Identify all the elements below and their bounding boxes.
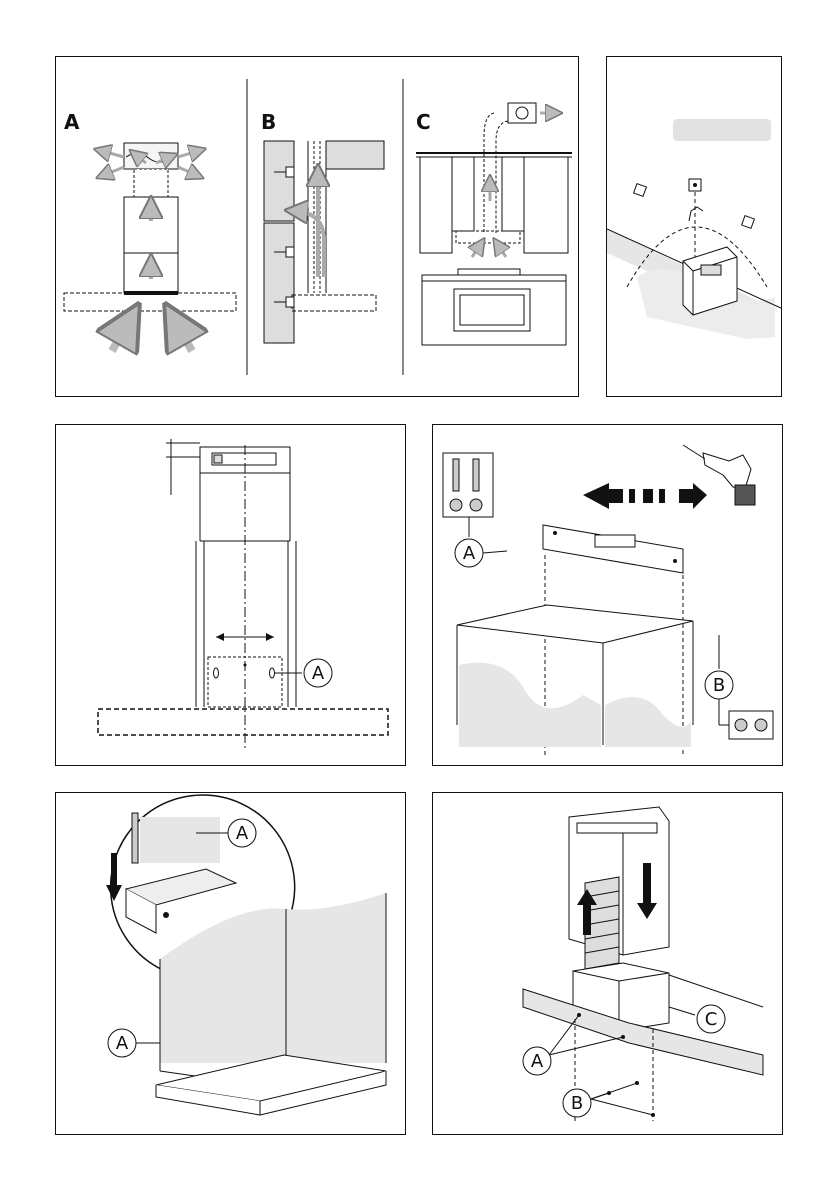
chimney-duct-panel: A B C — [432, 792, 783, 1135]
blank-label-plate — [673, 119, 771, 141]
mode-b-label: B — [261, 110, 276, 134]
bracket-template-diagram: A — [56, 425, 406, 766]
mounting-bracket — [543, 525, 683, 573]
callout-b: B — [563, 1083, 653, 1117]
base-frame — [156, 1055, 386, 1115]
slide-direction-arrow — [583, 483, 707, 509]
svg-text:A: A — [116, 1033, 129, 1054]
mode-a-label: A — [64, 110, 80, 134]
ceiling-bracket-panel — [606, 56, 782, 397]
svg-text:C: C — [705, 1009, 718, 1030]
callout-c: C — [669, 1005, 725, 1033]
hood-top-unit — [457, 605, 693, 747]
venting-modes-panel: A B C — [55, 56, 579, 397]
recirculation-hood — [64, 143, 236, 351]
chimney-assembly-panel: A A — [55, 792, 406, 1135]
screws-box — [729, 711, 773, 739]
ceiling-bracket-diagram — [607, 57, 782, 397]
mode-c-label: C — [416, 110, 431, 134]
venting-modes-diagram: A B C — [56, 57, 579, 397]
svg-text:A: A — [236, 823, 249, 844]
chimney-duct-diagram: A B C — [433, 793, 783, 1135]
chimney-assembly-diagram: A A — [56, 793, 406, 1135]
svg-text:A: A — [531, 1051, 544, 1072]
wall-plugs-box — [443, 453, 493, 517]
ducted-through-ceiling — [264, 141, 384, 343]
svg-text:A: A — [312, 663, 325, 684]
callout-a: A — [304, 659, 332, 687]
svg-text:B: B — [713, 675, 725, 696]
svg-text:A: A — [463, 543, 476, 564]
ducted-external-motor — [416, 103, 572, 345]
bracket-fixing-panel: A — [432, 424, 783, 766]
bracket-fixing-diagram: A — [433, 425, 783, 766]
callout-a: A — [455, 539, 483, 567]
svg-text:B: B — [571, 1093, 583, 1114]
callout-a-bottom: A — [108, 1029, 160, 1057]
bracket-template-panel: A — [55, 424, 406, 766]
